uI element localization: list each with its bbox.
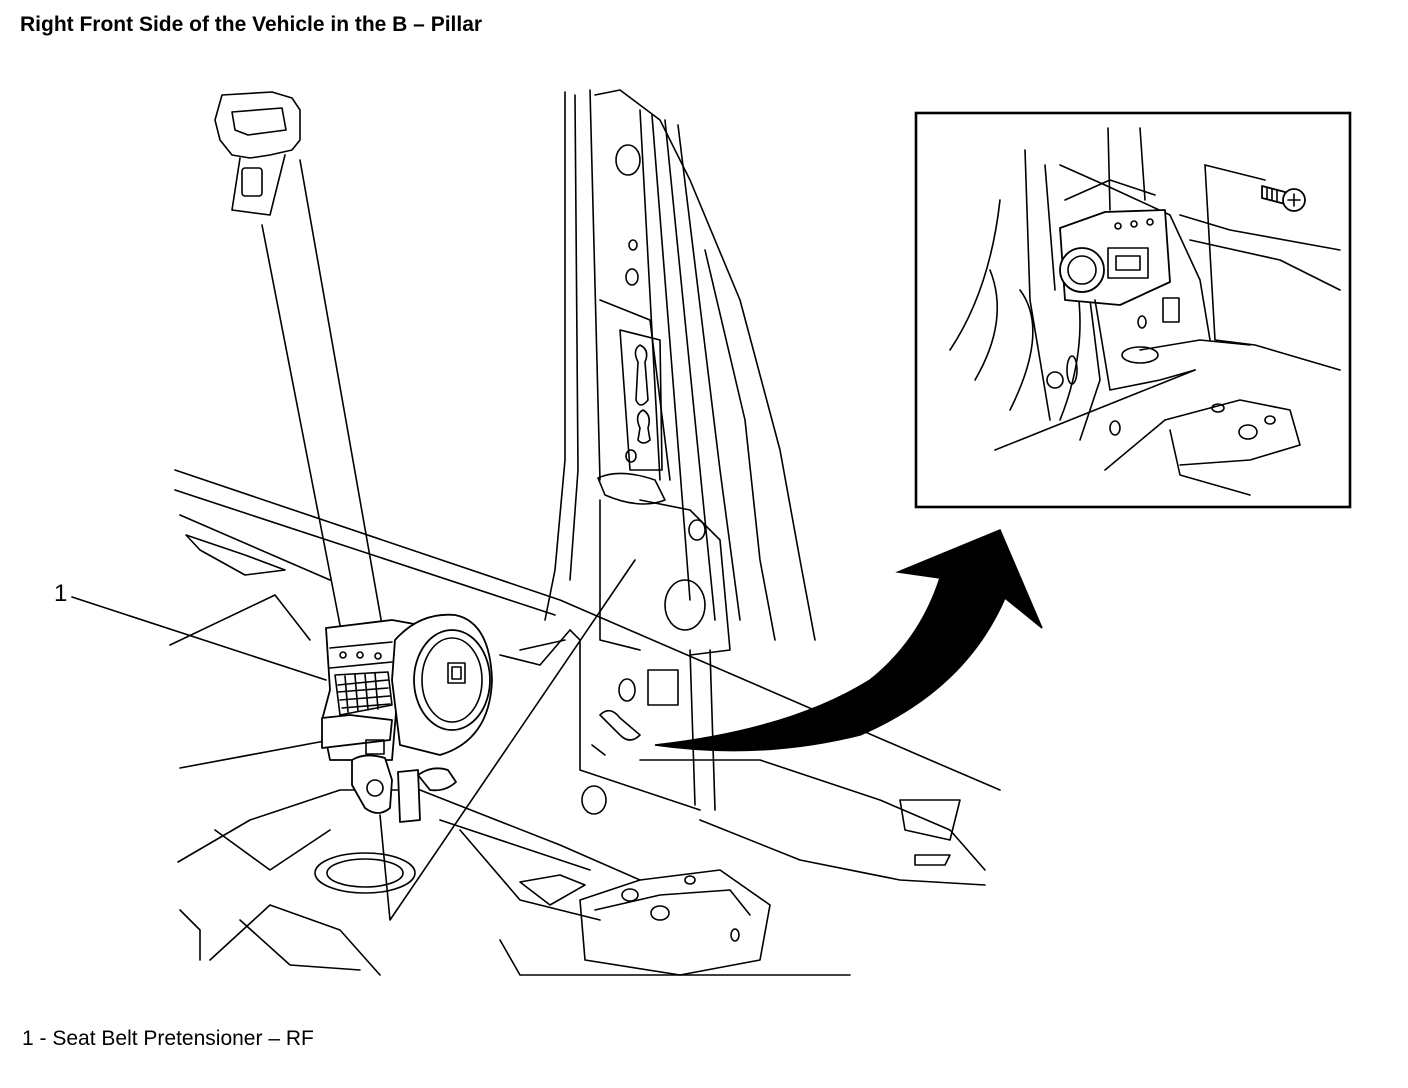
seat-belt-webbing <box>214 91 383 626</box>
curved-arrow-icon <box>654 529 1043 752</box>
legend-label: Seat Belt Pretensioner – RF <box>52 1027 314 1050</box>
callout-number-1: 1 <box>54 580 68 607</box>
legend-number: 1 <box>22 1027 34 1050</box>
seat-belt-pretensioner <box>321 613 493 823</box>
legend: 1 - Seat Belt Pretensioner – RF <box>22 1027 314 1051</box>
legend-separator: - <box>33 1027 53 1050</box>
callout-leaders <box>71 559 636 921</box>
diagram-title: Right Front Side of the Vehicle in the B… <box>20 13 483 36</box>
screw-icon <box>1261 185 1306 212</box>
b-pillar <box>499 89 816 815</box>
zoom-inset <box>914 111 1352 509</box>
floor-panel <box>169 469 1001 976</box>
